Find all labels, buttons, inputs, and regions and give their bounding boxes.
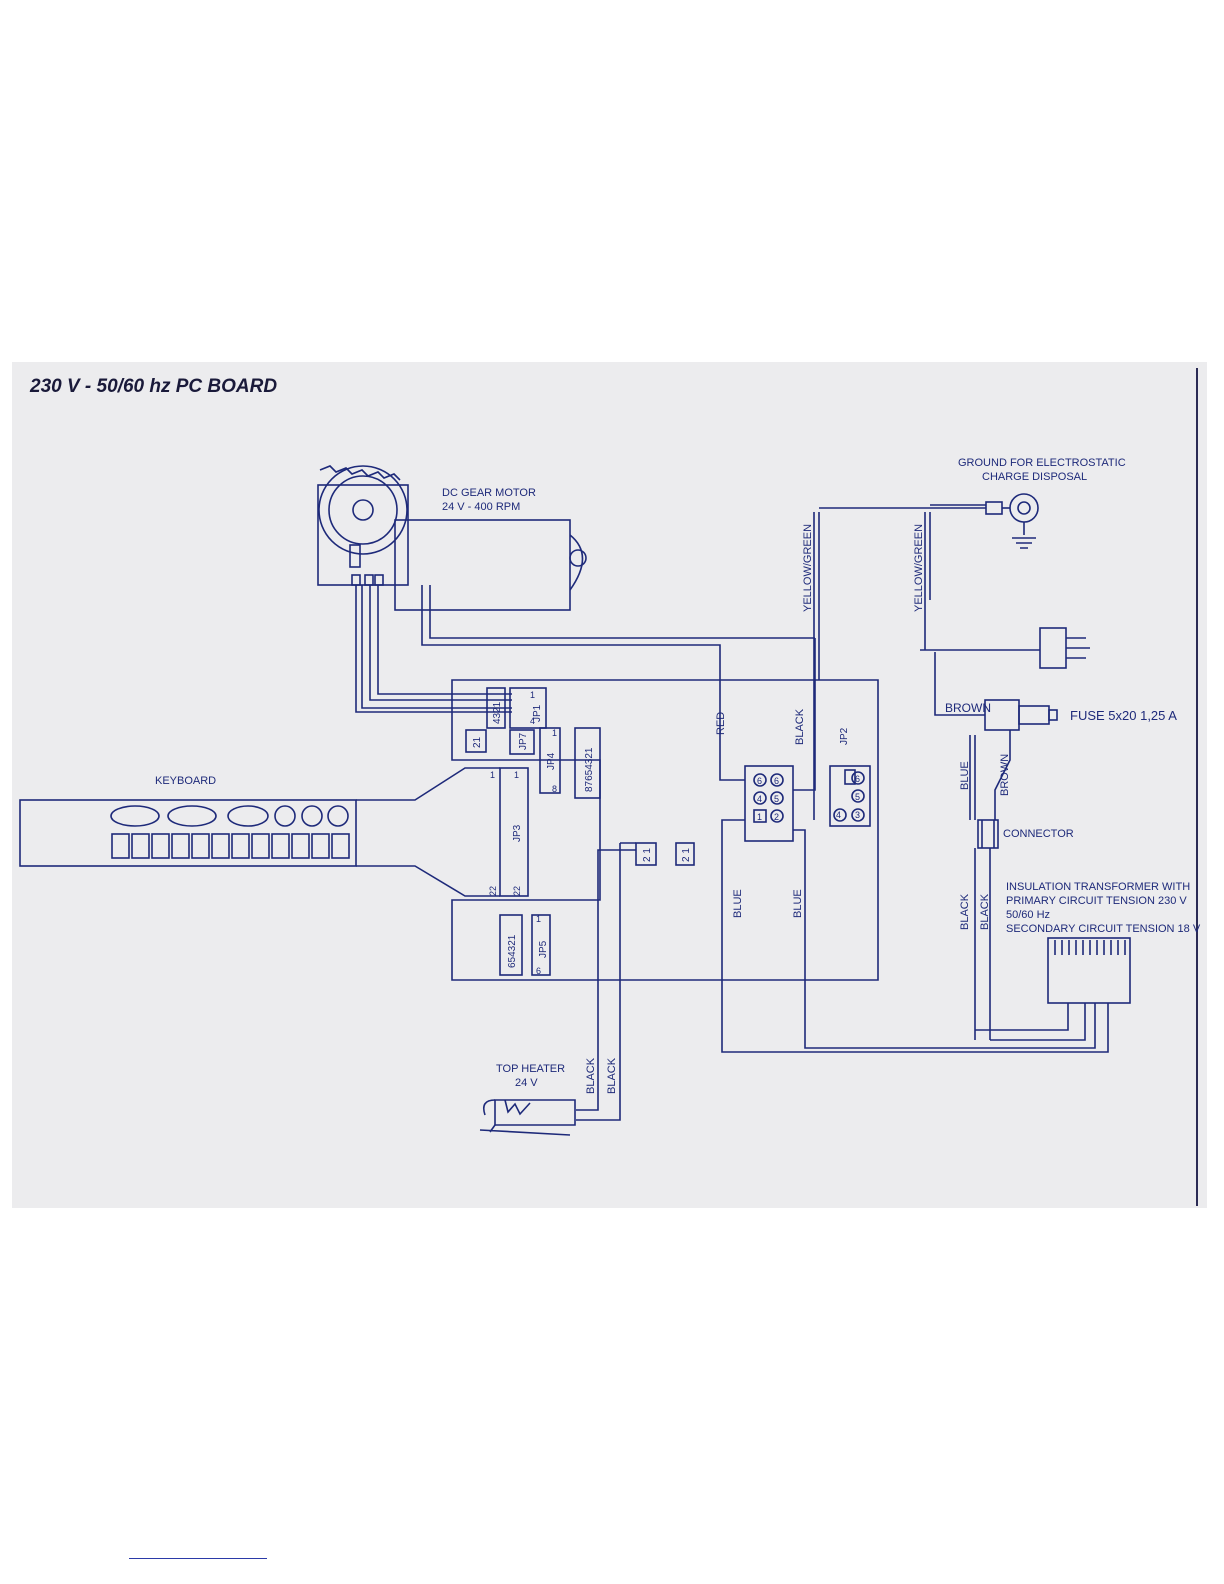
heater-connector-1 xyxy=(635,842,657,866)
jp4-name: JP4 xyxy=(546,752,557,770)
wire-label-brown-plug: BROWN xyxy=(945,701,991,715)
main-6pin-connector xyxy=(744,765,794,842)
main-pin-5: 5 xyxy=(774,794,779,804)
keyboard-label: KEYBOARD xyxy=(155,775,216,787)
mains-plug xyxy=(920,600,1090,716)
wire-label-black-heater-1: BLACK xyxy=(585,1057,597,1094)
wire-label-yellow-green-1: YELLOW/GREEN xyxy=(802,524,814,612)
jp7-name: JP7 xyxy=(518,732,529,750)
jp1-p4: 4 xyxy=(530,716,535,726)
main-pin-4: 4 xyxy=(757,794,762,804)
heater-label-2: 24 V xyxy=(515,1077,538,1089)
main-pin-6b: 6 xyxy=(774,776,779,786)
wire-label-blue-right: BLUE xyxy=(959,761,971,790)
wire-black-main xyxy=(793,638,816,791)
insulation-transformer xyxy=(721,819,1131,1053)
diagram-sheet xyxy=(12,362,1207,1208)
jp5-p1: 1 xyxy=(536,914,541,924)
transformer-label-4: SECONDARY CIRCUIT TENSION 18 V xyxy=(1006,923,1201,935)
wire-label-black: BLACK xyxy=(794,708,806,745)
wire-heater-black-2 xyxy=(576,843,621,1121)
wire-label-yellow-green-2: YELLOW/GREEN xyxy=(913,524,925,612)
heater-label-1: TOP HEATER xyxy=(496,1063,565,1075)
jp5-pins: 654321 xyxy=(507,934,518,968)
jp4-p1: 1 xyxy=(552,728,557,738)
main-pin-2: 2 xyxy=(774,812,779,822)
heater-conn-pins-2: 2 1 xyxy=(681,848,692,862)
jp7-block xyxy=(465,729,487,753)
jp2-block xyxy=(829,765,871,827)
jp3-p22b: 22 xyxy=(512,886,522,896)
jp2-pin-a: 6 xyxy=(855,774,860,784)
jp1-name: JP1 xyxy=(532,704,543,722)
jp3-p1a: 1 xyxy=(490,770,495,780)
jp3-p22a: 22 xyxy=(488,886,498,896)
jp7-pins: 21 xyxy=(472,736,483,748)
jp1-pins: 4321 xyxy=(492,701,503,724)
wire-motor-red xyxy=(421,585,745,781)
diagram-title: 230 V - 50/60 hz PC BOARD xyxy=(30,376,278,397)
fuse-label: FUSE 5x20 1,25 A xyxy=(1070,708,1177,723)
jp2-pin-d: 3 xyxy=(855,810,860,820)
jp5-p6: 6 xyxy=(536,966,541,976)
transformer-label-1: INSULATION TRANSFORMER WITH xyxy=(1006,881,1190,893)
ground-label-1: GROUND FOR ELECTROSTATIC xyxy=(958,457,1126,469)
connector-label: CONNECTOR xyxy=(1003,828,1074,840)
transformer-label-3: 50/60 Hz xyxy=(1006,909,1050,921)
jp3-name: JP3 xyxy=(512,824,523,842)
jp2-name: JP2 xyxy=(839,727,850,745)
wire-label-black-tr-1: BLACK xyxy=(959,893,971,930)
motor-label-1: DC GEAR MOTOR xyxy=(442,487,536,499)
motor-label-2: 24 V - 400 RPM xyxy=(442,501,520,513)
wire-motor-2 xyxy=(361,585,512,709)
sheet-edge xyxy=(1196,368,1198,1206)
jp2-pin-b: 5 xyxy=(855,792,860,802)
dc-gear-motor xyxy=(317,465,587,611)
wire-motor-ground xyxy=(429,585,815,639)
jp4-block xyxy=(539,727,561,794)
jp4-p8: 8 xyxy=(552,784,557,794)
footer-underline xyxy=(129,1558,267,1559)
wire-label-blue-mid: BLUE xyxy=(792,889,804,918)
wire-label-black-tr-2: BLACK xyxy=(979,893,991,930)
heater-conn-pins-1: 2 1 xyxy=(642,848,653,862)
jp3-p1b: 1 xyxy=(514,770,519,780)
ground-terminal xyxy=(813,493,1039,820)
jp5-name: JP5 xyxy=(538,940,549,958)
jp5-block xyxy=(499,914,523,976)
top-heater xyxy=(479,1099,576,1136)
inline-connector xyxy=(969,735,999,1040)
jp4-pins: 87654321 xyxy=(584,747,595,792)
ground-label-2: CHARGE DISPOSAL xyxy=(982,471,1087,483)
wire-label-brown-vertical: BROWN xyxy=(999,754,1011,796)
keyboard-panel xyxy=(19,767,500,897)
main-pin-6a: 6 xyxy=(757,776,762,786)
wire-motor-3 xyxy=(369,585,512,701)
wire-label-black-heater-2: BLACK xyxy=(606,1057,618,1094)
jp2-pin-c: 4 xyxy=(836,810,841,820)
jp3-block xyxy=(499,767,529,897)
heater-connector-2 xyxy=(675,842,695,866)
wire-motor-4 xyxy=(377,585,512,695)
jp1-block xyxy=(486,687,506,729)
transformer-label-2: PRIMARY CIRCUIT TENSION 230 V xyxy=(1006,895,1187,907)
wire-label-red: RED xyxy=(715,712,727,735)
wire-label-blue-left: BLUE xyxy=(732,889,744,918)
wire-heater-black-1 xyxy=(576,858,599,1111)
pc-board-outline xyxy=(451,679,879,981)
fuse xyxy=(984,699,1058,820)
jp1-p1: 1 xyxy=(530,690,535,700)
main-pin-1: 1 xyxy=(757,812,762,822)
